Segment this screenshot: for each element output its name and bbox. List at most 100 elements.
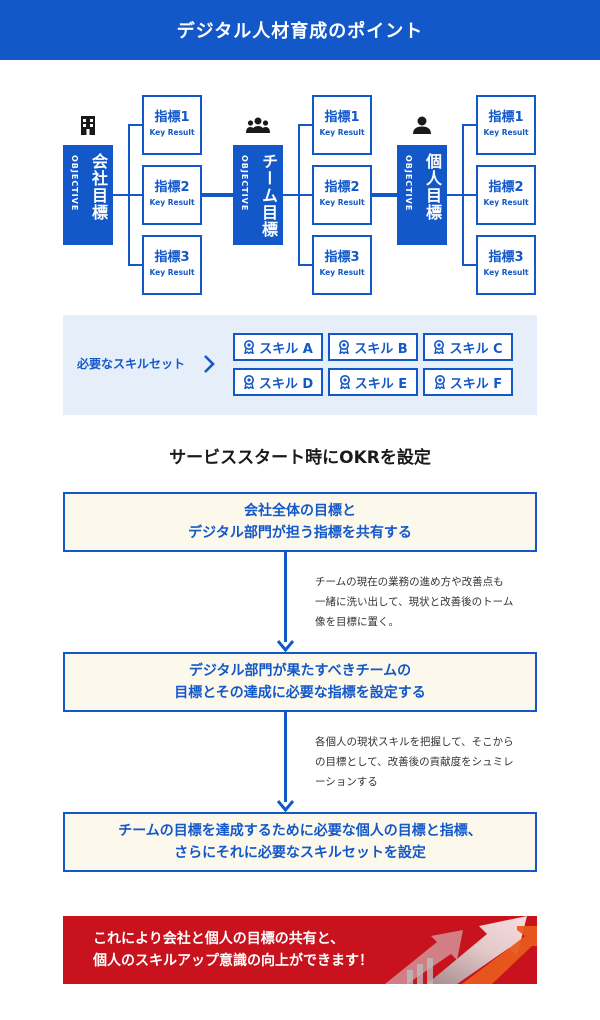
arrow-down-icon <box>277 640 294 652</box>
key-result-sublabel: Key Result <box>319 198 365 207</box>
connector-line <box>462 194 478 196</box>
banner-text: これにより会社と個人の目標の共有と、 個人のスキルアップ意識の向上ができます！ <box>93 928 373 972</box>
note-line: ーションする <box>315 776 378 788</box>
note-line: 一緒に洗い出して、現状と改善後のトーム <box>315 596 514 608</box>
objective-sublabel: OBJECTIVE <box>240 155 249 212</box>
key-result-sublabel: Key Result <box>483 198 529 207</box>
objective-sublabel: OBJECTIVE <box>404 155 413 212</box>
flow-arrow-shaft <box>284 552 287 642</box>
page-header: デジタル人材育成のポイント <box>0 0 600 60</box>
step-line: チームの目標を達成するために必要な個人の目標と指標、 <box>118 823 482 839</box>
connector-line <box>298 194 314 196</box>
medal-icon <box>434 375 445 389</box>
medal-icon <box>434 340 445 354</box>
skill-badge: スキル A <box>233 333 323 361</box>
key-result-label: 指標2 <box>488 180 524 195</box>
growth-arrows-graphic <box>367 916 537 984</box>
skill-label: スキル B <box>354 341 408 357</box>
flow-note-2: 各個人の現状スキルを把握して、そこから の目標として、改善後の貢献度をシュミレ … <box>315 732 543 792</box>
key-result-label: 指標1 <box>324 110 360 125</box>
key-result-label: 指標1 <box>154 110 190 125</box>
medal-icon <box>339 340 350 354</box>
step-line: デジタル部門が担う指標を共有する <box>188 525 412 541</box>
step-line: 目標とその達成に必要な指標を設定する <box>174 685 426 701</box>
skill-badge: スキル F <box>423 368 513 396</box>
flow-note-1: チームの現在の業務の進め方や改善点も 一緒に洗い出して、現状と改善後のトーム 像… <box>315 572 543 632</box>
step-line: さらにそれに必要なスキルセットを設定 <box>174 845 426 861</box>
connector-line <box>462 124 478 126</box>
connector-line <box>128 264 144 266</box>
conclusion-banner: これにより会社と個人の目標の共有と、 個人のスキルアップ意識の向上ができます！ <box>63 916 537 984</box>
flow-step-1: 会社全体の目標と デジタル部門が担う指標を共有する <box>63 492 537 552</box>
key-result-sublabel: Key Result <box>149 198 195 207</box>
banner-line: これにより会社と個人の目標の共有と、 <box>93 931 345 947</box>
skill-label: スキル A <box>259 341 313 357</box>
connector-line <box>113 194 129 196</box>
connector-line <box>447 194 463 196</box>
key-result-label: 指標3 <box>324 250 360 265</box>
skill-label: スキル E <box>354 376 408 392</box>
key-result-label: 指標3 <box>488 250 524 265</box>
key-result-label: 指標1 <box>488 110 524 125</box>
objective-label: チーム目標 <box>259 153 278 238</box>
connector-line <box>128 124 144 126</box>
chevron-right-icon <box>204 355 215 373</box>
medal-icon <box>243 375 254 389</box>
person-icon <box>410 115 434 135</box>
banner-line: 個人のスキルアップ意識の向上ができます！ <box>93 953 373 969</box>
objective-personal: 個人目標 OBJECTIVE <box>397 145 447 245</box>
skill-badge: スキル E <box>328 368 418 396</box>
step-line: デジタル部門が果たすべきチームの <box>188 663 412 679</box>
skill-badge: スキル D <box>233 368 323 396</box>
skill-label: スキル C <box>449 341 503 357</box>
building-icon <box>76 115 100 135</box>
key-result-label: 指標2 <box>324 180 360 195</box>
skill-set-title: 必要なスキルセット <box>77 357 186 371</box>
objective-company: 会社目標 OBJECTIVE <box>63 145 113 245</box>
objective-link <box>202 193 233 197</box>
skill-label: スキル F <box>449 376 503 392</box>
key-result-sublabel: Key Result <box>319 268 365 277</box>
objective-team: チーム目標 OBJECTIVE <box>233 145 283 245</box>
key-result-sublabel: Key Result <box>483 268 529 277</box>
flow-title: サービススタート時にOKRを設定 <box>169 448 431 468</box>
objective-sublabel: OBJECTIVE <box>70 155 79 212</box>
connector-line <box>298 124 314 126</box>
key-result-sublabel: Key Result <box>149 268 195 277</box>
flow-step-2: デジタル部門が果たすべきチームの 目標とその達成に必要な指標を設定する <box>63 652 537 712</box>
note-line: 各個人の現状スキルを把握して、そこから <box>315 736 514 748</box>
arrow-down-icon <box>277 800 294 812</box>
key-result-sublabel: Key Result <box>483 128 529 137</box>
key-result-sublabel: Key Result <box>319 128 365 137</box>
skill-badge: スキル C <box>423 333 513 361</box>
key-result-label: 指標2 <box>154 180 190 195</box>
step-line: 会社全体の目標と <box>244 503 356 519</box>
connector-line <box>462 264 478 266</box>
key-result-label: 指標3 <box>154 250 190 265</box>
medal-icon <box>244 340 255 354</box>
connector-line <box>283 194 299 196</box>
connector-line <box>128 194 144 196</box>
flow-step-3: チームの目標を達成するために必要な個人の目標と指標、 さらにそれに必要なスキルセ… <box>63 812 537 872</box>
page-title: デジタル人材育成のポイント <box>176 21 424 42</box>
skill-badge: スキル B <box>328 333 418 361</box>
team-icon <box>246 115 270 135</box>
objective-label: 会社目標 <box>89 153 108 221</box>
skill-label: スキル D <box>258 376 314 392</box>
connector-line <box>298 264 314 266</box>
objective-label: 個人目標 <box>423 153 442 221</box>
key-result-sublabel: Key Result <box>149 128 195 137</box>
medal-icon <box>339 375 350 389</box>
skill-set-panel: 必要なスキルセット スキル A スキル B スキル C スキル D スキル E … <box>63 315 537 415</box>
note-line: 像を目標に置く。 <box>315 616 399 628</box>
note-line: の目標として、改善後の貢献度をシュミレ <box>315 756 514 768</box>
